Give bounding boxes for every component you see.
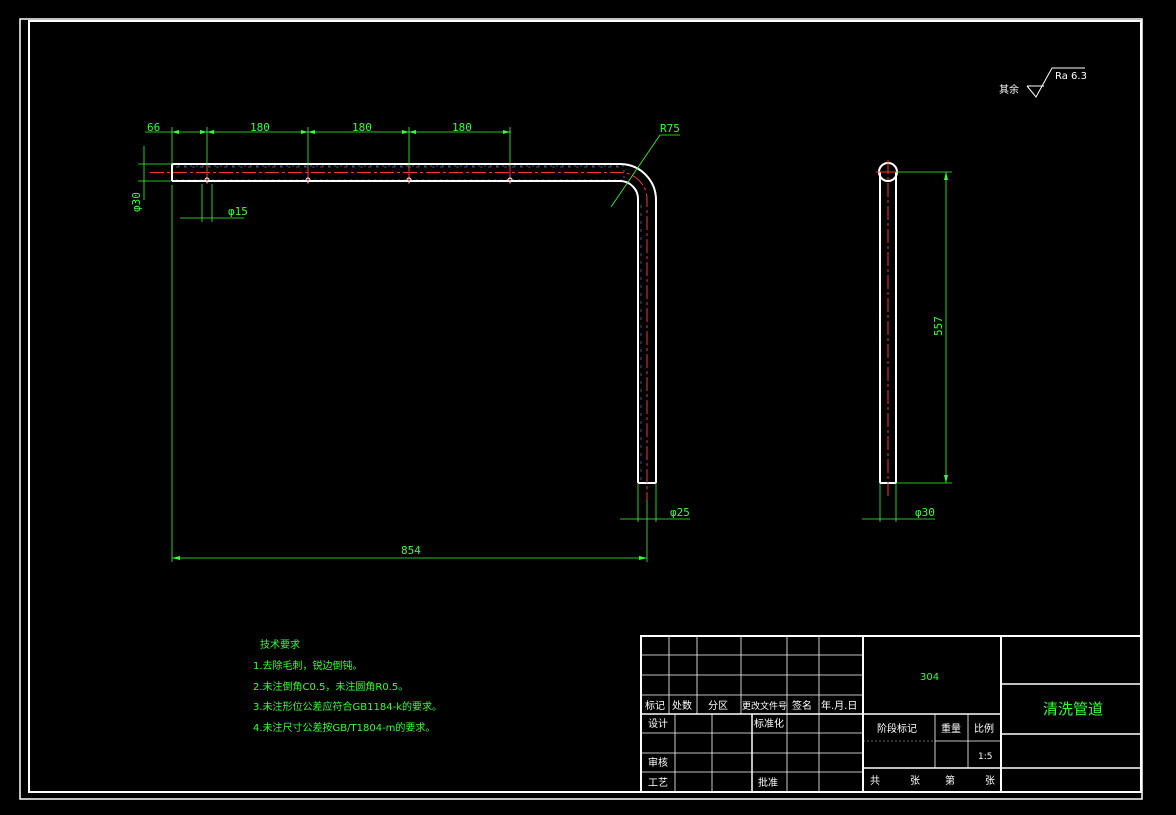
dim-phi30-side: φ30 (915, 506, 935, 519)
standardize-label: 标准化 (754, 717, 784, 730)
side-dimension-arrows (944, 172, 948, 483)
front-dimensions (138, 127, 690, 562)
side-dimensions (862, 171, 952, 522)
hdr-count: 处数 (672, 699, 692, 712)
inner-frame (28, 20, 1142, 793)
note-item-1: 1.去除毛刺，锐边倒钝。 (253, 659, 363, 672)
dim-854: 854 (401, 544, 421, 557)
dim-phi25: φ25 (670, 506, 690, 519)
dim-66: 66 (147, 121, 160, 134)
material-304: 304 (920, 672, 939, 683)
weight-label: 重量 (941, 722, 961, 735)
dim-180-a: 180 (250, 121, 270, 134)
hdr-sign: 签名 (792, 699, 812, 712)
hdr-mark: 标记 (645, 700, 665, 712)
process-label: 工艺 (648, 777, 668, 789)
note-item-3: 3.未注形位公差应符合GB1184-k的要求。 (253, 700, 442, 713)
dim-180-b: 180 (352, 121, 372, 134)
dim-557: 557 (932, 316, 945, 336)
total-label: 共 (870, 775, 880, 787)
hdr-change-doc: 更改文件号 (742, 700, 787, 712)
roughness-prefix: 其余 (999, 83, 1019, 96)
note-item-2: 2.未注倒角C0.5，未注圆角R0.5。 (253, 680, 408, 693)
dim-phi15: φ15 (228, 205, 248, 218)
part-name: 清洗管道 (1043, 700, 1103, 718)
sheets-label-2: 张 (985, 775, 995, 787)
hdr-date: 年.月.日 (821, 699, 857, 712)
approve-label: 批准 (758, 776, 778, 789)
stage-mark-label: 阶段标记 (877, 722, 917, 735)
roughness-value: Ra 6.3 (1055, 71, 1087, 82)
note-item-4: 4.未注尺寸公差按GB/T1804-m的要求。 (253, 721, 435, 734)
dim-r75: R75 (660, 122, 680, 135)
pipe-side-view (876, 160, 900, 498)
scale-value: 1:5 (978, 752, 992, 762)
title-block-grid (640, 635, 1142, 793)
dim-phi30-left: φ30 (130, 192, 143, 212)
roughness-symbol (1026, 67, 1085, 98)
page-label: 第 (945, 774, 955, 787)
design-label: 设计 (648, 717, 668, 730)
front-dimension-arrows (172, 130, 647, 560)
dim-180-c: 180 (452, 121, 472, 134)
scale-label: 比例 (974, 722, 994, 735)
notes-title: 技术要求 (260, 638, 300, 651)
review-label: 审核 (648, 756, 668, 769)
pipe-front-view (150, 163, 657, 500)
sheets-label-1: 张 (910, 775, 920, 787)
outer-frame (19, 18, 1143, 800)
hdr-zone: 分区 (708, 700, 728, 712)
